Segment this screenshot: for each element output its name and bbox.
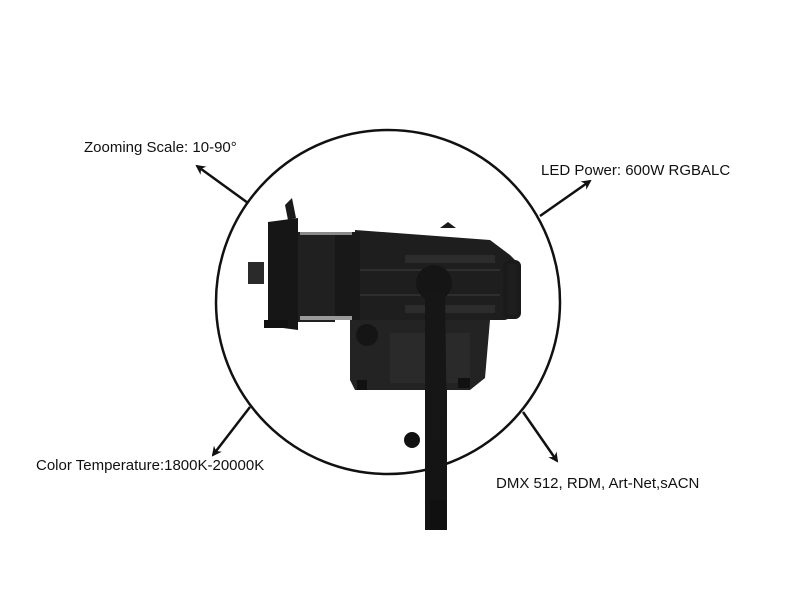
arrow-bottom-left: [211, 406, 251, 457]
arrow-top-left: [195, 164, 249, 205]
arrow-bottom-right: [521, 411, 559, 463]
highlight-circle: [214, 128, 562, 476]
feature-label-led-power: LED Power: 600W RGBALC: [541, 162, 731, 179]
feature-label-protocols: DMX 512, RDM, Art-Net,sACN: [496, 475, 700, 492]
feature-label-zoom: Zooming Scale: 10-90°: [84, 139, 237, 156]
spotlight-fixture-icon: [248, 198, 521, 530]
feature-label-color-temperature: Color Temperature:1800K-20000K: [36, 457, 265, 474]
arrow-top-right: [539, 179, 592, 218]
